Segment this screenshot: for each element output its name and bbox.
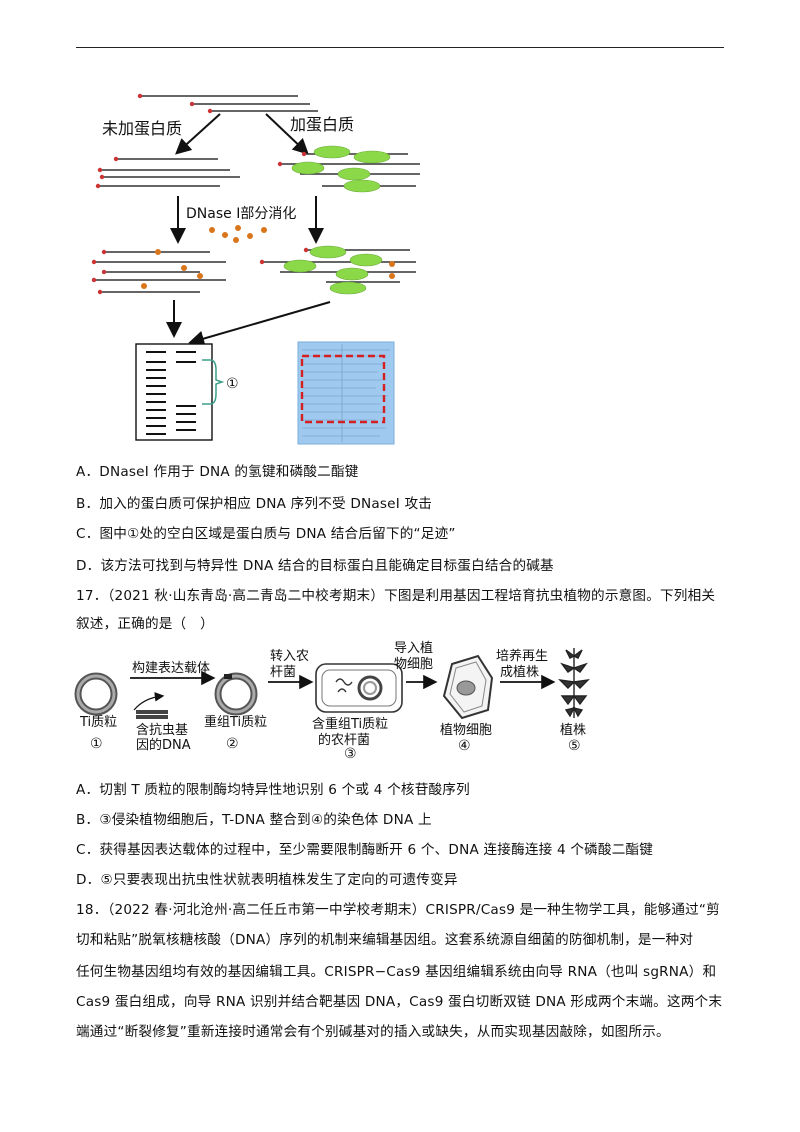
plant-label: 植株 [560, 723, 586, 738]
step-number-2: ② [226, 736, 239, 752]
q18-line-5: 端通过“断裂修复”重新连接时通常会有个别碱基对的插入或缺失，从而实现基因敲除，如… [76, 1024, 670, 1040]
step3-label-2: 物细胞 [394, 657, 433, 672]
q17-stem-line2: 叙述，正确的是（ ） [76, 616, 214, 632]
step2-label-2: 杆菌 [270, 665, 296, 680]
step4-label-2: 成植株 [500, 665, 539, 680]
step4-label-1: 培养再生 [496, 648, 548, 664]
q16-option-a: A．DNaseI 作用于 DNA 的氢键和磷酸二酯键 [76, 464, 359, 480]
step1-label: 构建表达载体 [132, 661, 210, 676]
region-label: ① [226, 376, 239, 392]
q18-line-4: Cas9 蛋白组成，向导 RNA 识别并结合靶基因 DNA，Cas9 蛋白切断双… [76, 994, 723, 1010]
plant-cell-label: 植物细胞 [440, 723, 492, 738]
step2-label-1: 转入农 [270, 649, 309, 664]
step3-label-1: 导入植 [394, 641, 433, 656]
gene-dna-label-2: 因的DNA [136, 737, 191, 753]
q17-option-d: D．⑤只要表现出抗虫性状就表明植株发生了定向的可遗传变异 [76, 872, 458, 888]
q16-option-b: B．加入的蛋白质可保护相应 DNA 序列不受 DNaseI 攻击 [76, 496, 433, 512]
ti-plasmid-label: Ti质粒 [79, 715, 117, 730]
step-number-1: ① [90, 736, 103, 752]
q17-option-a: A．切割 T 质粒的限制酶均特异性地识别 6 个或 4 个核苷酸序列 [76, 782, 470, 798]
q17-stem-line1: 17．（2021 秋·山东青岛·高二青岛二中校考期末）下图是利用基因工程培育抗虫… [76, 588, 716, 604]
label-add-protein: 加蛋白质 [290, 115, 354, 134]
q18-line-1: 18．（2022 春·河北沧州·高二任丘市第一中学校考期末）CRISPR/Cas… [76, 902, 720, 918]
step-number-3: ③ [344, 746, 357, 762]
step-number-5: ⑤ [568, 738, 581, 754]
q18-line-2: 切和粘贴”脱氧核糖核酸（DNA）序列的机制来编辑基因组。这套系统源自细菌的防御机… [76, 932, 694, 948]
label-no-protein: 未加蛋白质 [102, 119, 182, 138]
agrobacterium-label-2: 的农杆菌 [318, 732, 370, 748]
q18-line-3: 任何生物基因组均有效的基因编辑工具。CRISPR−Cas9 基因组编辑系统由向导… [76, 964, 717, 980]
agrobacterium-label-1: 含重组Ti质粒 [312, 716, 388, 732]
footprinting-figure: 未加蛋白质 加蛋白质 DNase I部分消化 [91, 93, 420, 445]
header-rule [76, 47, 724, 48]
recombinant-plasmid-label: 重组Ti质粒 [204, 714, 267, 730]
step-number-4: ④ [458, 738, 471, 754]
q17-option-b: B．③侵染植物细胞后，T-DNA 整合到④的染色体 DNA 上 [76, 812, 432, 828]
genetic-engineering-figure: Ti质粒 ① 构建表达载体 含抗虫基 因的DNA 重组Ti质粒 ② 转入农 杆菌… [74, 641, 590, 762]
q16-option-d: D．该方法可找到与特异性 DNA 结合的目标蛋白且能确定目标蛋白结合的碱基 [76, 558, 554, 574]
q16-option-c: C．图中①处的空白区域是蛋白质与 DNA 结合后留下的“足迹” [76, 526, 456, 542]
q17-option-c: C．获得基因表达载体的过程中，至少需要限制酶断开 6 个、DNA 连接酶连接 4… [76, 842, 654, 858]
plant-icon [558, 648, 590, 718]
label-dnase: DNase I部分消化 [186, 206, 296, 222]
gene-dna-label-1: 含抗虫基 [136, 722, 188, 738]
